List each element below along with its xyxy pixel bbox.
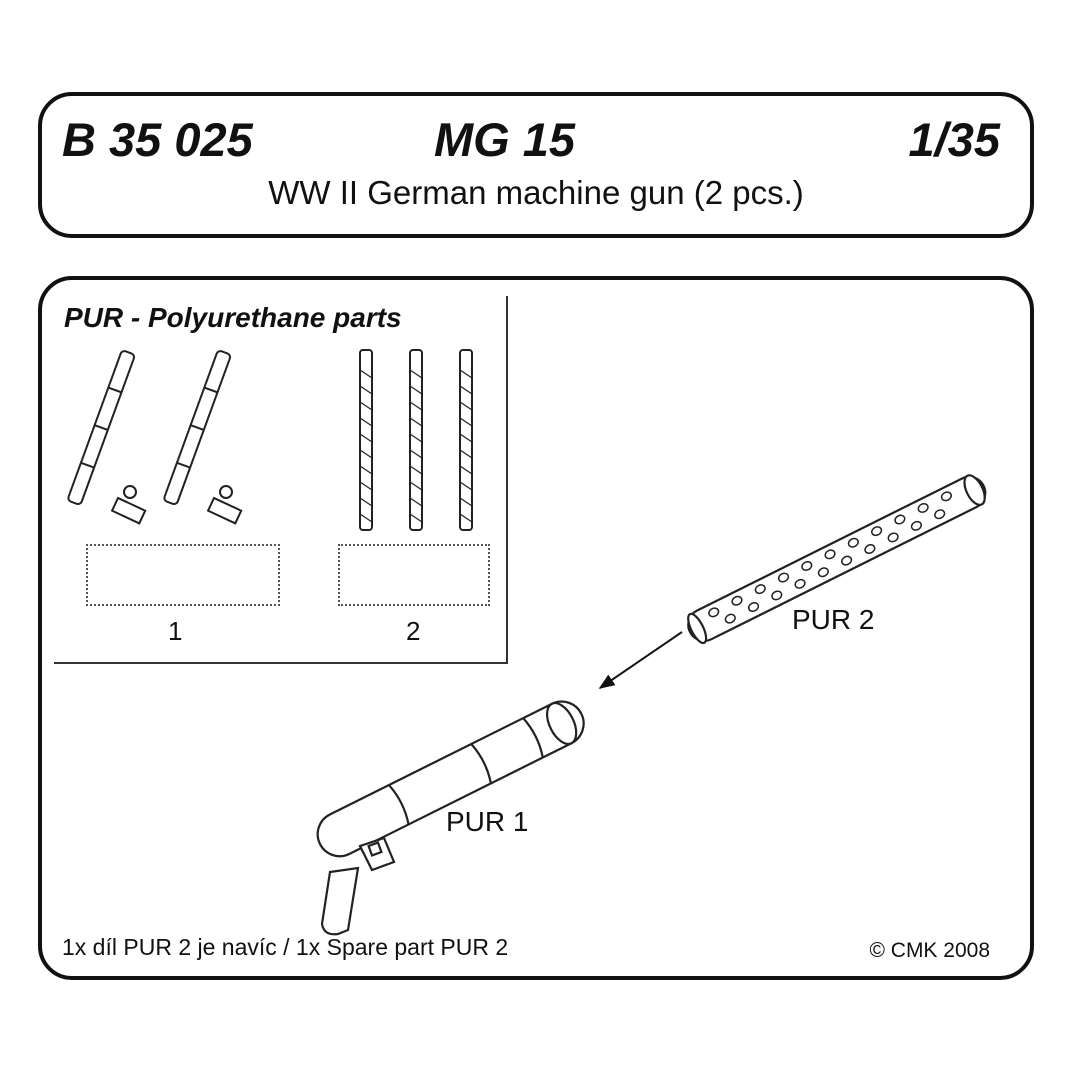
legend-tray-2 [338, 544, 490, 606]
legend-item-number-1: 1 [168, 616, 183, 646]
product-subtitle: WW II German machine gun (2 pcs.) [268, 174, 804, 211]
header-panel: B 35 025 MG 15 1/35 WW II German machine… [38, 92, 1034, 238]
legend-part1-gun-a [67, 350, 147, 525]
pur2-label: PUR 2 [792, 604, 875, 635]
legend-item-number-2: 2 [406, 616, 421, 646]
pur2-jacket [687, 474, 987, 645]
legend-part1-gun-b [163, 350, 243, 525]
product-scale: 1/35 [908, 113, 1000, 166]
legend-tray-1 [86, 544, 280, 606]
product-name: MG 15 [434, 113, 576, 166]
copyright: © CMK 2008 [869, 939, 990, 962]
parts-illustration [67, 349, 987, 936]
assembly-arrow [598, 631, 683, 689]
pur1-label: PUR 1 [446, 806, 529, 837]
legend-box: PUR - Polyurethane parts 1 2 [54, 296, 508, 664]
legend-part2-jackets [359, 349, 473, 531]
spare-part-note: 1x díl PUR 2 je navíc / 1x Spare part PU… [62, 934, 509, 960]
product-code: B 35 025 [62, 113, 253, 166]
legend-title: PUR - Polyurethane parts [64, 302, 402, 333]
main-panel: PUR - Polyurethane parts 1 2 PUR 2 PUR 1… [38, 276, 1034, 980]
pur1-gun [316, 700, 585, 936]
